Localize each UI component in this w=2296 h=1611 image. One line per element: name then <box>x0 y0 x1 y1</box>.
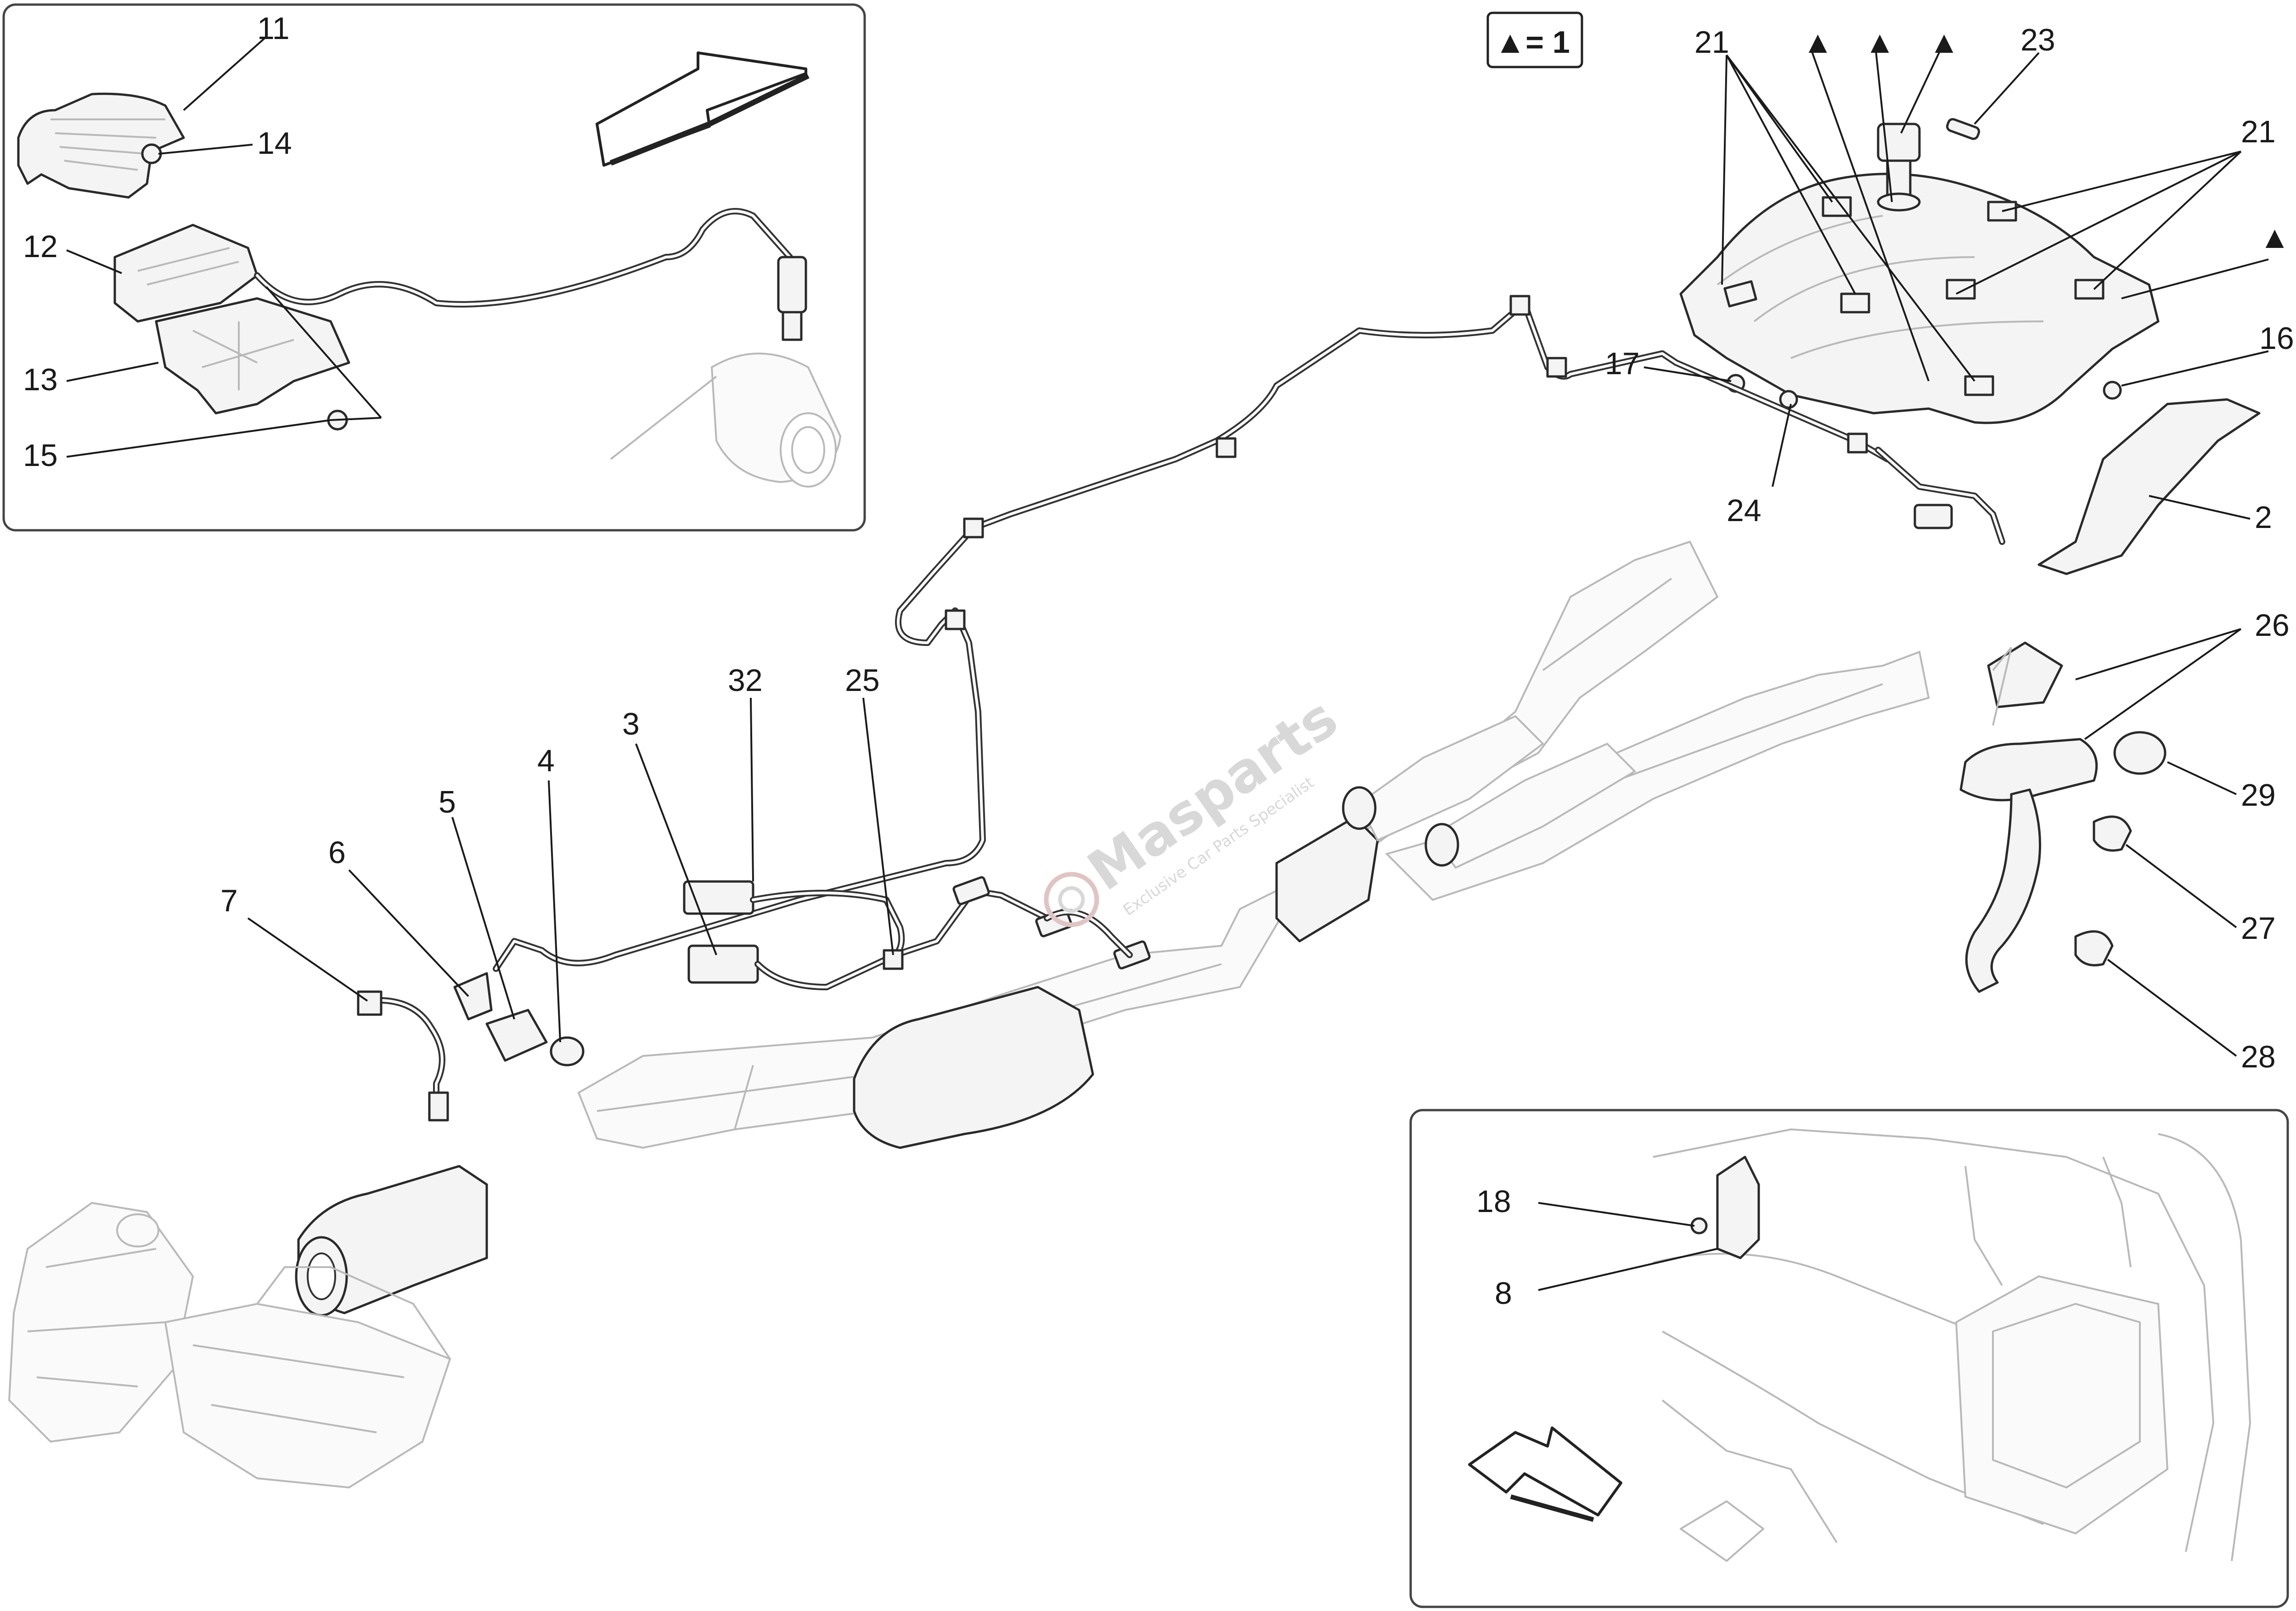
muffler-outlet <box>1342 786 1377 830</box>
callout-2: 2 <box>2255 500 2272 535</box>
direction-arrow-icon <box>596 51 810 167</box>
engine-block-part <box>8 1201 451 1489</box>
clip <box>963 517 984 539</box>
callout-18: 18 <box>1476 1184 1511 1219</box>
callout-23: 23 <box>2020 22 2055 57</box>
clamp-4-part <box>550 1036 585 1067</box>
bolt-14-part <box>141 143 162 164</box>
clamp-28-part <box>2074 930 2114 966</box>
clip <box>1847 432 1868 454</box>
callout-7: 7 <box>220 883 238 918</box>
callout-27: 27 <box>2241 911 2276 946</box>
callout-15: 15 <box>23 438 58 473</box>
callout-14: 14 <box>257 126 292 161</box>
bracket-6-part <box>453 972 493 1021</box>
callout-11: 11 <box>257 11 290 46</box>
legend-text: ▲= 1 <box>1495 25 1570 60</box>
exhaust-system-part <box>295 540 1930 1317</box>
vent-pad <box>1840 292 1870 314</box>
pin-23-part <box>1946 118 1981 140</box>
triangle-marker: ▲ <box>2259 220 2290 255</box>
callout-leaders <box>247 50 2269 1057</box>
callout-13: 13 <box>23 362 58 397</box>
control-unit-part <box>113 224 259 323</box>
callout-21-right: 21 <box>2241 114 2276 149</box>
filler-valve-part <box>1877 123 1921 212</box>
callout-labels: 21 ▲ ▲ ▲ 23 21 ▲ 16 17 24 2 26 29 27 28 … <box>220 22 2294 1074</box>
callout-32: 32 <box>728 663 763 698</box>
exhaust-stub-part <box>710 353 842 488</box>
callout-5: 5 <box>439 785 456 820</box>
cable-clips <box>945 295 1868 630</box>
inset-bottom-right: 18 8 <box>1409 1109 2289 1608</box>
bracket-8-part <box>1716 1156 1760 1259</box>
callout-26: 26 <box>2255 608 2290 643</box>
direction-arrow-icon <box>1468 1426 1622 1522</box>
ecu-cover-part <box>17 92 185 199</box>
hose-assembly-part <box>1959 641 2167 993</box>
connector-part <box>1913 504 1953 529</box>
callout-4: 4 <box>537 743 555 778</box>
clip <box>1546 357 1567 378</box>
callout-25: 25 <box>845 663 880 698</box>
triangle-marker: ▲ <box>1802 25 1833 60</box>
callout-8: 8 <box>1495 1276 1512 1311</box>
callout-17: 17 <box>1605 346 1640 381</box>
clamp-27-part <box>2093 815 2132 852</box>
vent-pad <box>1946 279 1976 300</box>
triangle-marker: ▲ <box>1864 25 1895 60</box>
module-3-part <box>687 944 759 984</box>
sensor-5-part <box>485 1009 548 1062</box>
lambda-sensor-part <box>777 256 807 341</box>
bolt-16-part <box>2103 381 2122 400</box>
callout-21-left: 21 <box>1694 25 1729 60</box>
callout-6: 6 <box>328 835 346 870</box>
legend-box: ▲= 1 <box>1486 11 1583 68</box>
callout-28: 28 <box>2241 1039 2276 1074</box>
sensor-group <box>357 876 1151 1122</box>
muffler-outlet <box>1424 823 1459 867</box>
triangle-marker: ▲ <box>1929 25 1959 60</box>
cap-29-part <box>2113 731 2167 775</box>
sensor-7-head <box>428 1091 449 1122</box>
bracket-2-part <box>2037 398 2261 575</box>
callout-29: 29 <box>2241 778 2276 813</box>
callout-16: 16 <box>2259 321 2294 356</box>
vent-pad <box>1964 375 1994 396</box>
clip <box>1216 437 1237 458</box>
sensor-7-plug <box>357 990 383 1016</box>
fuel-tank-part <box>1679 118 2160 424</box>
callout-24: 24 <box>1727 493 1761 528</box>
callout-12: 12 <box>23 229 58 264</box>
nut-24-part <box>1779 390 1798 409</box>
vent-pad <box>2074 279 2105 300</box>
clip <box>1509 295 1531 316</box>
clip <box>945 609 966 630</box>
inset-top-left: 11 14 12 13 15 <box>2 3 866 532</box>
vent-pad <box>1723 280 1757 308</box>
lambda-sensor-part <box>952 876 990 905</box>
callout-3: 3 <box>622 707 640 741</box>
